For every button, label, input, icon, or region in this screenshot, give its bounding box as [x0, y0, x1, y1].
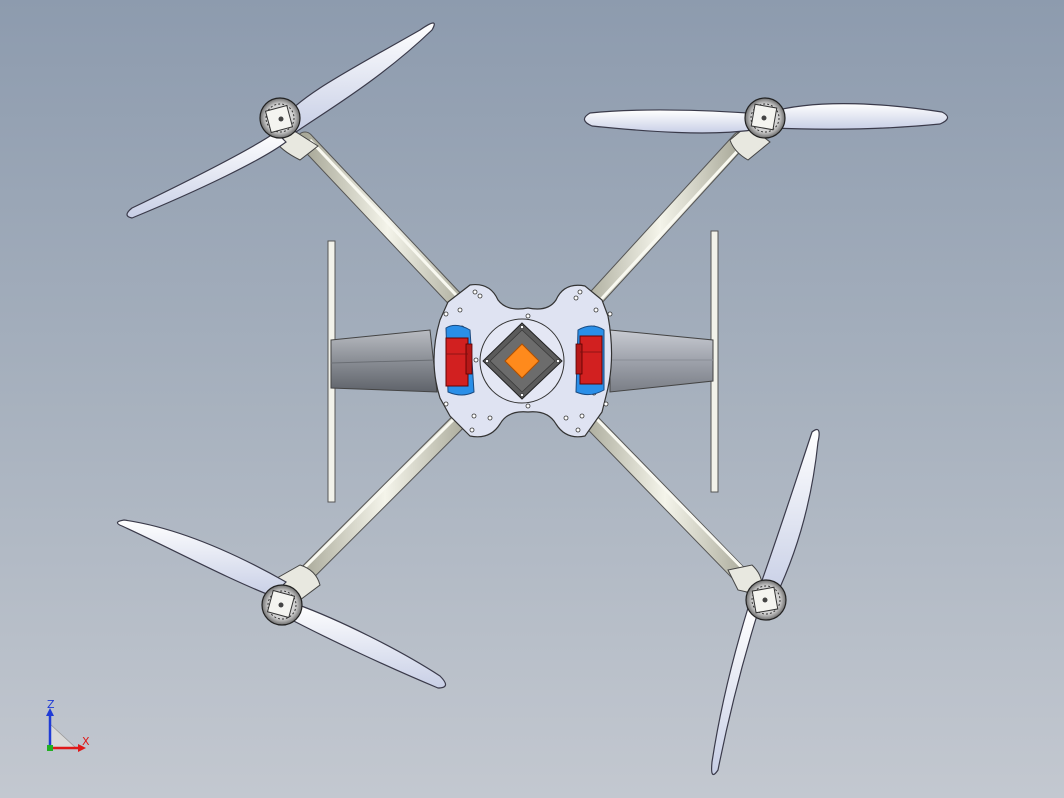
arm-rear-left — [291, 401, 479, 589]
esc-left — [445, 324, 475, 396]
center-plate — [433, 283, 613, 438]
wing-right — [609, 329, 714, 393]
esc-right — [575, 325, 605, 396]
rotor-front-right — [583, 97, 949, 161]
z-axis-label: Z — [47, 698, 55, 711]
x-axis-label: X — [82, 735, 90, 748]
rotor-rear-right — [711, 429, 820, 776]
wing-left — [330, 329, 438, 393]
coordinate-triad-icon: Z X — [46, 698, 90, 752]
rotor-rear-left — [116, 519, 447, 689]
rotor-front-left — [126, 22, 435, 219]
arm-front-left — [296, 131, 479, 324]
arm-front-right — [571, 131, 749, 324]
arm-rear-right — [571, 401, 759, 594]
